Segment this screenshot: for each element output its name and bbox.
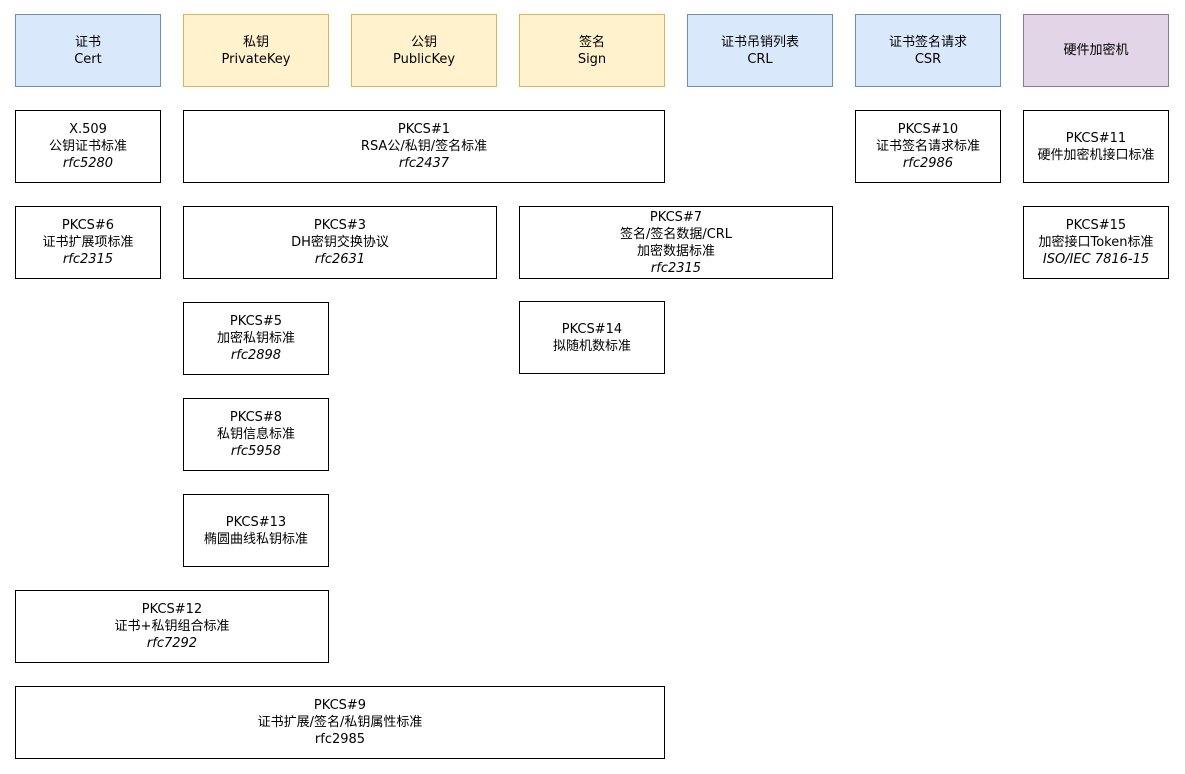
header-public-key-cn: 公钥 [410, 34, 437, 50]
standard-name: PKCS#6 [61, 218, 115, 233]
standard-ref: rfc2986 [902, 156, 954, 171]
standard-desc: 拟随机数标准 [552, 338, 631, 354]
standard-pkcs1: PKCS#1 RSA公/私钥/签名标准 rfc2437 [183, 110, 665, 183]
standard-ref: rfc7292 [146, 636, 198, 651]
header-crl-cn: 证书吊销列表 [720, 34, 799, 50]
header-crl: 证书吊销列表 CRL [687, 14, 833, 87]
standard-desc-2: 加密数据标准 [636, 243, 715, 259]
standard-desc: 证书签名请求标准 [875, 139, 980, 154]
header-crl-en: CRL [747, 51, 773, 67]
header-sign: 签名 Sign [519, 14, 665, 87]
standard-ref: rfc2898 [230, 348, 282, 363]
standard-pkcs3: PKCS#3 DH密钥交换协议 rfc2631 [183, 206, 497, 279]
header-csr-cn: 证书签名请求 [888, 34, 967, 50]
header-csr-en: CSR [914, 51, 942, 67]
standard-desc: 硬件加密机接口标准 [1037, 147, 1155, 163]
standard-ref: ISO/IEC 7816-15 [1042, 252, 1150, 267]
standard-desc: 私钥信息标准 [216, 427, 295, 442]
standard-name: PKCS#5 [229, 314, 283, 329]
header-cert-cn: 证书 [74, 34, 101, 50]
header-sign-en: Sign [577, 51, 607, 67]
standard-pkcs14: PKCS#14 拟随机数标准 [519, 301, 665, 374]
header-private-key: 私钥 PrivateKey [183, 14, 329, 87]
standard-name: PKCS#11 [1065, 130, 1127, 146]
standard-desc: DH密钥交换协议 [291, 235, 389, 250]
standard-name: PKCS#14 [561, 321, 623, 337]
standard-name: PKCS#3 [313, 218, 367, 233]
header-sign-cn: 签名 [578, 34, 605, 50]
standard-name: PKCS#12 [141, 602, 203, 617]
standard-name: PKCS#1 [397, 122, 451, 137]
standard-pkcs13: PKCS#13 椭圆曲线私钥标准 [183, 494, 329, 567]
header-private-key-cn: 私钥 [242, 34, 269, 50]
standard-pkcs7: PKCS#7 签名/签名数据/CRL 加密数据标准 rfc2315 [519, 206, 833, 279]
header-cert-en: Cert [74, 51, 102, 67]
standard-name: PKCS#8 [229, 410, 283, 425]
standard-pkcs9: PKCS#9 证书扩展/签名/私钥属性标准 rfc2985 [15, 686, 665, 759]
standard-name: X.509 [69, 122, 107, 137]
standard-pkcs11: PKCS#11 硬件加密机接口标准 [1023, 110, 1169, 183]
standard-ref: rfc2437 [398, 156, 450, 171]
standard-desc: 证书扩展/签名/私钥属性标准 [257, 715, 423, 730]
standard-desc: 证书+私钥组合标准 [114, 619, 230, 634]
standard-desc: 椭圆曲线私钥标准 [203, 531, 308, 547]
standard-ref: rfc2315 [62, 252, 114, 267]
standard-pkcs15: PKCS#15 加密接口Token标准 ISO/IEC 7816-15 [1023, 206, 1169, 279]
standard-name: PKCS#15 [1065, 218, 1127, 233]
standard-pkcs5: PKCS#5 加密私钥标准 rfc2898 [183, 302, 329, 375]
header-private-key-en: PrivateKey [221, 51, 291, 67]
standard-ref: rfc2985 [314, 732, 366, 747]
standard-pkcs12: PKCS#12 证书+私钥组合标准 rfc7292 [15, 590, 329, 663]
standard-name: PKCS#7 [649, 209, 703, 225]
standard-ref: rfc2315 [650, 260, 702, 276]
header-csr: 证书签名请求 CSR [855, 14, 1001, 87]
standard-desc: 加密私钥标准 [216, 331, 295, 346]
standard-ref: rfc2631 [314, 252, 366, 267]
header-hsm-cn: 硬件加密机 [1063, 43, 1129, 58]
standard-desc: 公钥证书标准 [48, 139, 127, 154]
header-cert: 证书 Cert [15, 14, 161, 87]
header-public-key: 公钥 PublicKey [351, 14, 497, 87]
standard-desc: 签名/签名数据/CRL [619, 226, 733, 242]
standard-name: PKCS#10 [897, 122, 959, 137]
standard-ref: rfc5958 [230, 444, 282, 459]
standard-pkcs8: PKCS#8 私钥信息标准 rfc5958 [183, 398, 329, 471]
standard-x509: X.509 公钥证书标准 rfc5280 [15, 110, 161, 183]
header-hsm: 硬件加密机 [1023, 14, 1169, 87]
standard-pkcs6: PKCS#6 证书扩展项标准 rfc2315 [15, 206, 161, 279]
standard-name: PKCS#13 [225, 514, 287, 530]
standard-desc: 证书扩展项标准 [42, 235, 134, 250]
header-public-key-en: PublicKey [392, 51, 456, 67]
standard-name: PKCS#9 [313, 698, 367, 713]
standard-ref: rfc5280 [62, 156, 114, 171]
standard-desc: 加密接口Token标准 [1038, 235, 1154, 250]
standard-desc: RSA公/私钥/签名标准 [360, 139, 488, 154]
standard-pkcs10: PKCS#10 证书签名请求标准 rfc2986 [855, 110, 1001, 183]
